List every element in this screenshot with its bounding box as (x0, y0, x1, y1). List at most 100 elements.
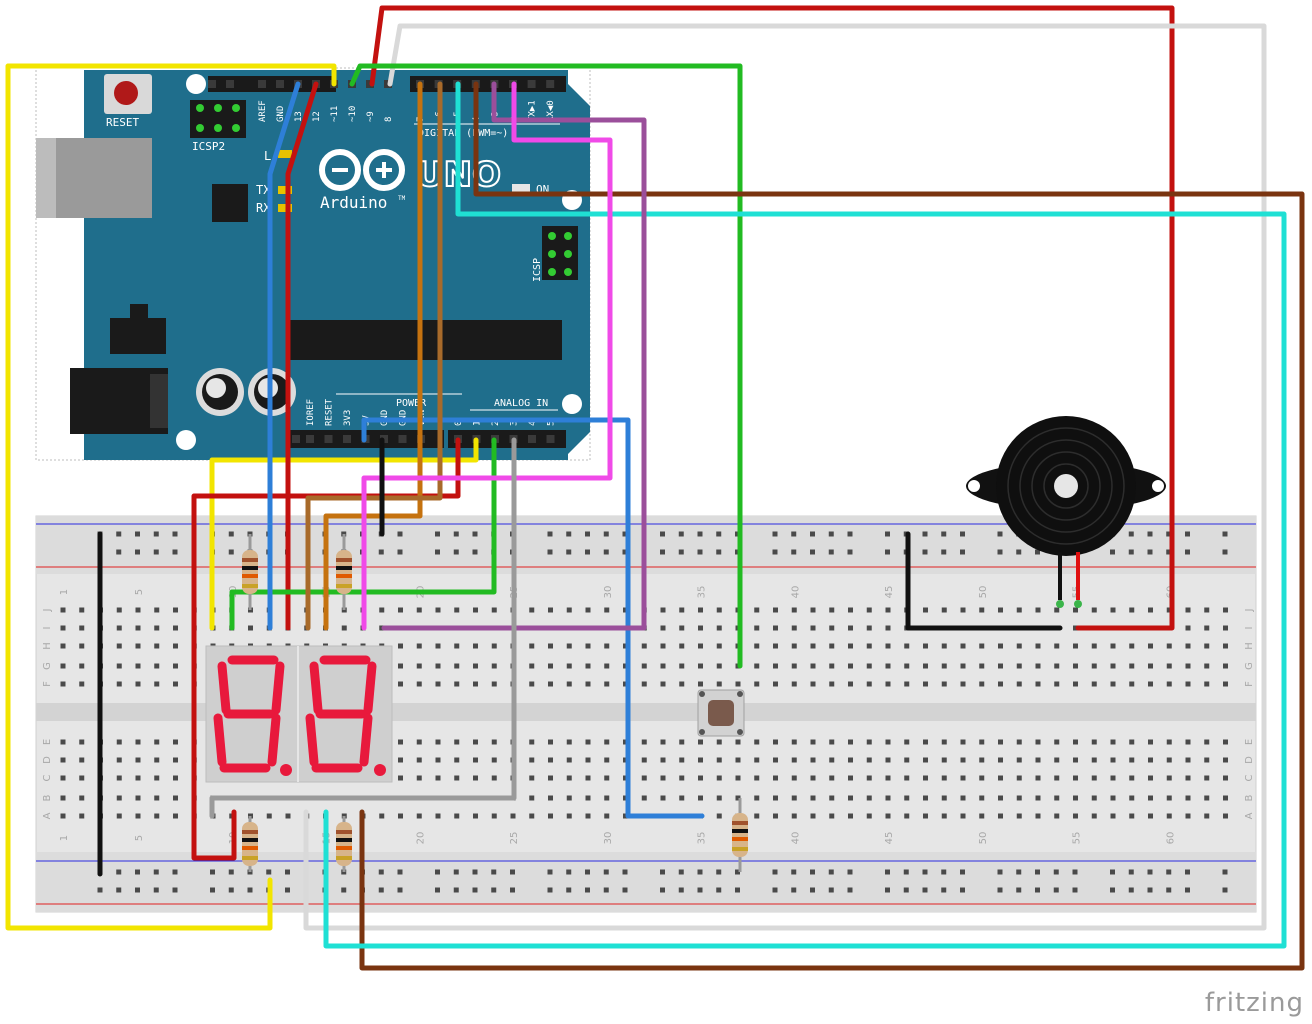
wire-gray[interactable] (209, 437, 517, 819)
push-button-cap (708, 700, 734, 726)
row-letter: E (42, 739, 53, 745)
icsp-label: ICSP (532, 258, 543, 282)
header-pin[interactable] (343, 435, 351, 443)
pin-label: 5 (547, 421, 557, 426)
header-pin[interactable] (324, 435, 333, 443)
wire-red[interactable] (285, 81, 319, 631)
pin-label: AREF (258, 100, 268, 122)
row-letter: I (42, 627, 53, 630)
column-number: 55 (1072, 832, 1083, 845)
led-tx-label: TX (256, 183, 271, 197)
row-letter: B (1244, 794, 1255, 801)
row-letter: D (1244, 756, 1255, 764)
wire-red[interactable] (369, 5, 1175, 631)
row-letter: J (1244, 609, 1255, 613)
voltage-regulator (110, 318, 166, 354)
wire-magenta[interactable] (361, 81, 613, 631)
wire-blue[interactable] (361, 417, 705, 819)
led-on (512, 184, 530, 194)
pin-label: 3V3 (343, 410, 353, 426)
piezo-buzzer (966, 416, 1166, 608)
wire-yellow[interactable] (5, 63, 337, 931)
display-segment (267, 713, 281, 767)
pin-label: 8 (384, 117, 394, 122)
led-l-label: L (264, 149, 271, 163)
row-letter: A (42, 812, 53, 819)
pin-label: RX◀0 (546, 100, 556, 122)
wire-red[interactable] (191, 437, 461, 861)
column-number: 40 (790, 586, 801, 599)
display-segment (359, 713, 373, 767)
column-number: 5 (134, 589, 145, 595)
mount-hole (176, 430, 196, 450)
microcontroller-chip (290, 320, 562, 360)
reset-button-cap (114, 81, 138, 105)
analog-label: ANALOG IN (494, 398, 548, 409)
reset-label: RESET (106, 116, 139, 129)
header-pin[interactable] (276, 80, 284, 88)
column-number: 60 (1165, 832, 1176, 845)
pin-label: 3 (510, 421, 520, 426)
header-pin[interactable] (208, 80, 216, 88)
header-pin[interactable] (527, 80, 536, 88)
wire-blue[interactable] (267, 81, 301, 631)
column-number: 1 (59, 589, 70, 595)
row-letter: A (1244, 812, 1255, 819)
wire-black[interactable] (905, 531, 1063, 631)
row-letter: G (42, 662, 53, 670)
row-letter: G (1244, 662, 1255, 670)
header-pin[interactable] (398, 435, 407, 443)
wire-brown[interactable] (359, 81, 1305, 971)
row-letter: C (42, 774, 53, 781)
pin-label: IOREF (306, 399, 316, 426)
push-button[interactable] (697, 689, 745, 737)
fritzing-watermark: fritzing (1204, 988, 1304, 1018)
column-number: 40 (790, 832, 801, 845)
pin-label: RESET (325, 398, 335, 426)
wire-white[interactable] (303, 23, 1267, 931)
pin-label: 4 (528, 421, 538, 426)
brand-label: Arduino (320, 193, 387, 212)
row-letter: D (42, 756, 53, 764)
pin-label: 12 (312, 111, 322, 122)
led-rx-label: RX (256, 201, 271, 215)
jumper-wires (5, 5, 1305, 971)
row-letter: F (42, 681, 53, 687)
trademark-label: TM (398, 195, 406, 202)
header-pin[interactable] (292, 435, 300, 443)
display-segment (309, 661, 323, 715)
column-number: 45 (884, 832, 895, 845)
resistors (242, 534, 748, 872)
column-number: 50 (978, 586, 989, 599)
header-pin[interactable] (226, 80, 234, 88)
column-number: 30 (603, 832, 614, 845)
header-pin[interactable] (258, 80, 266, 88)
pin-label: GND (276, 106, 286, 122)
header-pin[interactable] (528, 435, 536, 443)
capacitor-1 (196, 368, 244, 416)
board-pcb (84, 70, 590, 460)
seven-segment-display (205, 645, 393, 783)
pin-label: ~11 (330, 106, 340, 122)
pin-label: 2 (491, 421, 501, 426)
led-l (278, 150, 292, 158)
wire-cyan[interactable] (323, 81, 1287, 949)
decimal-point (280, 764, 292, 776)
icsp2-label: ICSP2 (192, 140, 225, 153)
usb-chip (212, 184, 248, 222)
wire-orange[interactable] (305, 81, 443, 631)
pin-label: ~10 (348, 106, 358, 122)
header-pin[interactable] (306, 435, 314, 443)
header-pin[interactable] (546, 80, 555, 88)
row-letter: C (1244, 774, 1255, 781)
mount-hole (186, 74, 206, 94)
row-letter: F (1244, 681, 1255, 687)
wire-green[interactable] (349, 63, 743, 669)
buzzer-center (1054, 474, 1078, 498)
column-number: 1 (59, 835, 70, 841)
wire-yellow[interactable] (209, 437, 479, 631)
wire-orange[interactable] (323, 81, 423, 631)
wire-purple[interactable] (381, 81, 647, 631)
header-pin[interactable] (546, 435, 555, 443)
